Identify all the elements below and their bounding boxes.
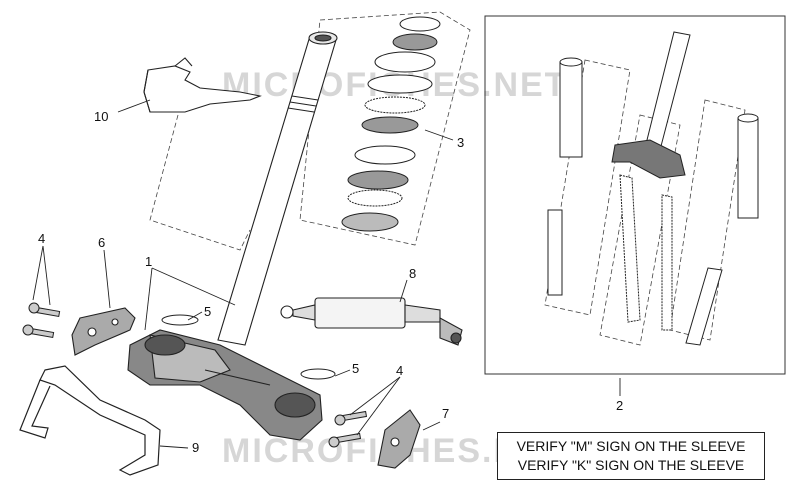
- callout-8: 8: [409, 266, 416, 281]
- callout-1: 1: [145, 254, 152, 269]
- callout-4-right: 4: [396, 363, 403, 378]
- bolts-part: [22, 302, 368, 448]
- verify-sign-note: VERIFY "M" SIGN ON THE SLEEVE VERIFY "K"…: [497, 432, 765, 480]
- fork-legs-illustration: [547, 31, 759, 346]
- top-cover-part: [143, 57, 262, 113]
- note-line-k: VERIFY "K" SIGN ON THE SLEEVE: [517, 457, 745, 473]
- bearing-stack-part: [341, 16, 441, 232]
- callout-5-lower: 5: [352, 361, 359, 376]
- callout-9: 9: [192, 440, 199, 455]
- cable-clamp-left-part: [71, 307, 136, 356]
- callout-4-left: 4: [38, 231, 45, 246]
- leader-lines: [32, 99, 621, 449]
- wire-bracket-part: [19, 365, 161, 476]
- shock-absorber-part: [280, 297, 463, 346]
- callout-2: 2: [616, 398, 623, 413]
- steering-stem-part: [217, 31, 338, 346]
- cable-clamp-right-part: [377, 409, 421, 469]
- callout-3: 3: [457, 135, 464, 150]
- note-line-m: VERIFY "M" SIGN ON THE SLEEVE: [516, 438, 746, 454]
- callout-5-upper: 5: [204, 304, 211, 319]
- callout-7: 7: [442, 406, 449, 421]
- triple-clamp-part: [127, 329, 323, 441]
- fork-assembly-inset-box: [484, 15, 786, 375]
- callout-10: 10: [94, 109, 108, 124]
- spacer-rings-part: [161, 314, 336, 380]
- callout-6: 6: [98, 235, 105, 250]
